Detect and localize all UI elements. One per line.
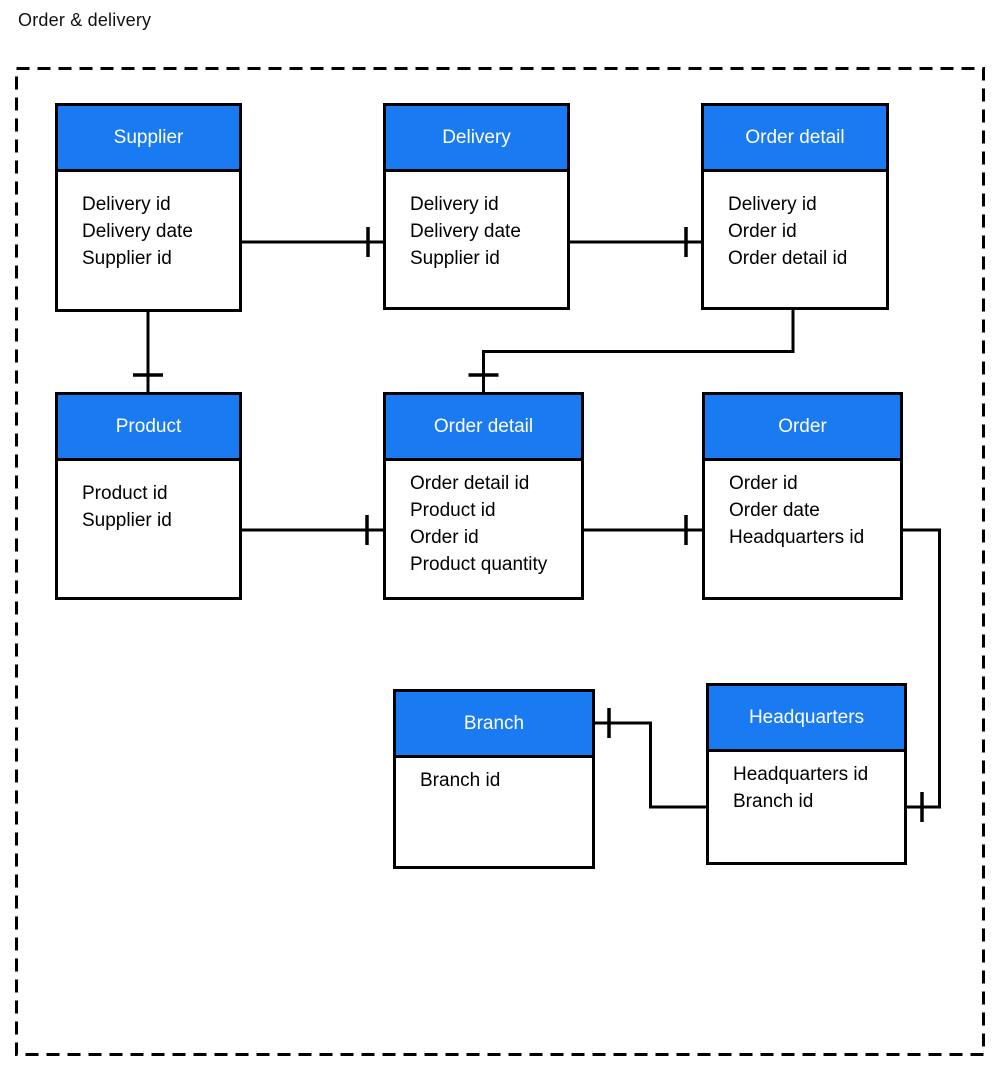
entity-field: Headquarters id (733, 764, 869, 785)
entity-field: Order date (729, 500, 820, 521)
entity-field: Product id (82, 483, 168, 504)
entity-field: Supplier id (410, 248, 500, 269)
entity-field: Product id (410, 500, 496, 521)
entity-delivery-body: Delivery id Delivery date Supplier id (386, 172, 567, 272)
entity-order: Order Order id Order date Headquarters i… (702, 392, 903, 600)
entity-order-detail: Order detail Order detail id Product id … (383, 392, 584, 600)
entity-field: Headquarters id (729, 527, 865, 548)
entity-product: Product Product id Supplier id (55, 392, 242, 600)
entity-field: Order id (729, 473, 798, 494)
connector-orderdetail-orderdetail (482, 310, 795, 392)
entity-field: Order detail id (728, 248, 848, 269)
entity-field: Order detail id (410, 473, 530, 494)
entity-field: Supplier id (82, 248, 172, 269)
entity-field: Product quantity (410, 554, 548, 575)
entity-order-detail-header: Order detail (386, 395, 581, 461)
entity-product-body: Product id Supplier id (58, 461, 239, 534)
entity-order-detail-top-header: Order detail (704, 106, 886, 172)
entity-headquarters: Headquarters Headquarters id Branch id (706, 683, 907, 865)
entity-field: Delivery id (410, 194, 499, 215)
entity-headquarters-header: Headquarters (709, 686, 904, 752)
entity-field: Delivery id (728, 194, 817, 215)
connector-branch-headquarters (595, 721, 706, 809)
entity-field: Order id (410, 527, 479, 548)
entity-field: Delivery date (410, 221, 521, 242)
diagram-boundary (15, 67, 985, 1056)
entity-field: Delivery id (82, 194, 171, 215)
diagram-title: Order & delivery (18, 10, 152, 30)
entity-branch-body: Branch id (396, 758, 592, 794)
entity-order-detail-body: Order detail id Product id Order id Prod… (386, 461, 581, 578)
entity-delivery: Delivery Delivery id Delivery date Suppl… (383, 103, 570, 310)
entity-branch: Branch Branch id (393, 689, 595, 869)
entity-supplier-header: Supplier (58, 106, 239, 172)
entity-field: Order id (728, 221, 797, 242)
entity-order-detail-top: Order detail Delivery id Order id Order … (701, 103, 889, 310)
entity-product-header: Product (58, 395, 239, 461)
entity-headquarters-body: Headquarters id Branch id (709, 752, 904, 815)
entity-order-header: Order (705, 395, 900, 461)
entity-field: Delivery date (82, 221, 193, 242)
entity-supplier: Supplier Delivery id Delivery date Suppl… (55, 103, 242, 312)
entity-delivery-header: Delivery (386, 106, 567, 172)
entity-field: Supplier id (82, 510, 172, 531)
connector-order-headquarters (903, 528, 941, 809)
entity-branch-header: Branch (396, 692, 592, 758)
entity-field: Branch id (420, 770, 501, 791)
entity-order-body: Order id Order date Headquarters id (705, 461, 900, 551)
entity-field: Branch id (733, 791, 814, 812)
entity-supplier-body: Delivery id Delivery date Supplier id (58, 172, 239, 272)
entity-order-detail-top-body: Delivery id Order id Order detail id (704, 172, 886, 272)
